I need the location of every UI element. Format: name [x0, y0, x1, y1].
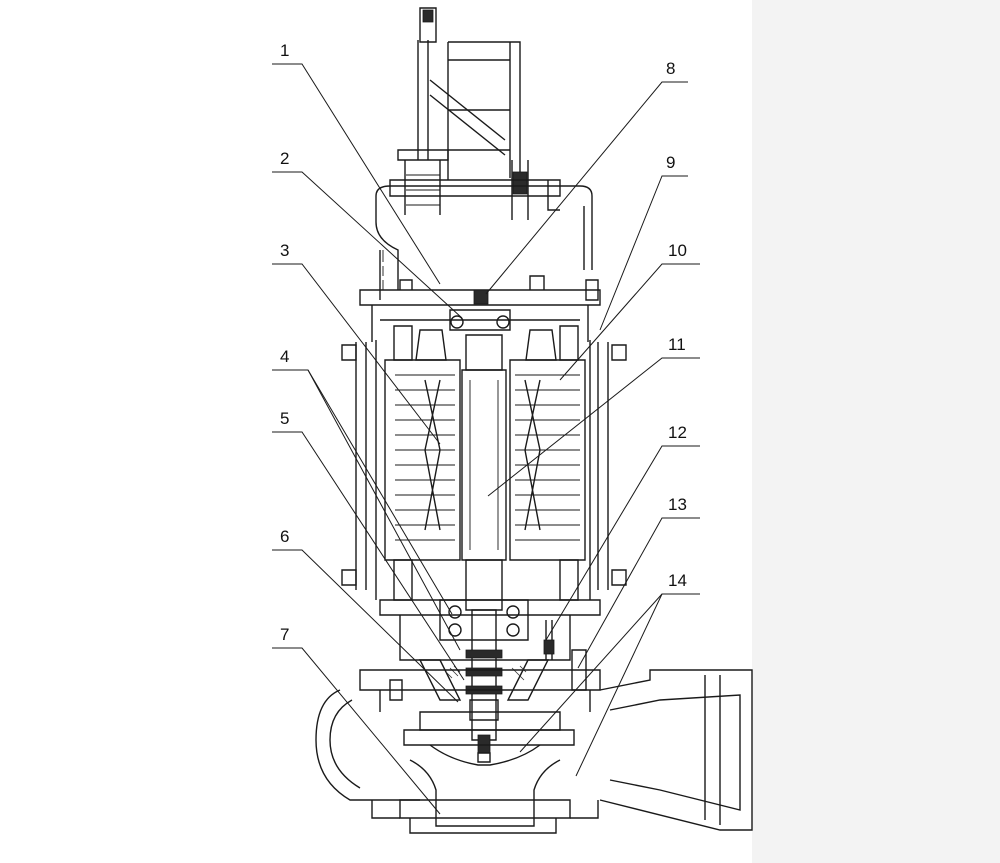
callout-9: 9 — [666, 153, 675, 172]
callout-13: 13 — [668, 495, 687, 514]
leader-lines — [272, 63, 700, 815]
callout-1: 1 — [280, 41, 289, 60]
callout-labels: 1 2 3 4 5 6 7 8 9 10 11 12 13 14 — [280, 41, 687, 644]
callout-2: 2 — [280, 149, 289, 168]
callout-5: 5 — [280, 409, 289, 428]
lifting-handle — [375, 7, 593, 300]
right-blank-panel — [752, 0, 1000, 863]
callout-3: 3 — [280, 241, 289, 260]
callout-14: 14 — [668, 571, 687, 590]
callout-4: 4 — [280, 347, 289, 366]
callout-10: 10 — [668, 241, 687, 260]
rotor-shaft — [439, 334, 529, 763]
stator — [384, 325, 586, 601]
callout-6: 6 — [280, 527, 289, 546]
callout-8: 8 — [666, 59, 675, 78]
callout-7: 7 — [280, 625, 289, 644]
callout-12: 12 — [668, 423, 687, 442]
callout-11: 11 — [668, 335, 686, 354]
pump-casing — [315, 669, 753, 834]
motor-housing — [341, 275, 627, 600]
seal-chamber — [379, 599, 601, 701]
